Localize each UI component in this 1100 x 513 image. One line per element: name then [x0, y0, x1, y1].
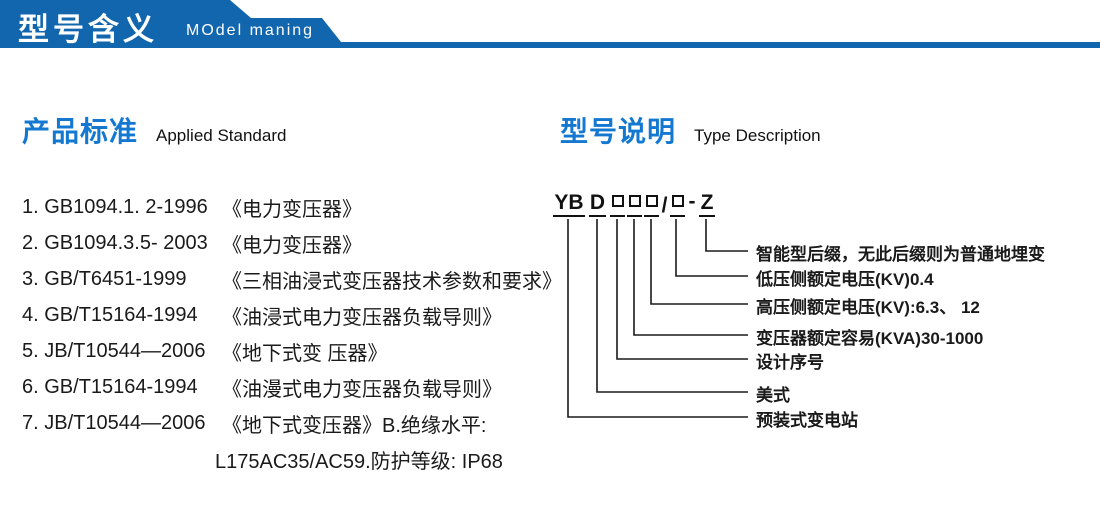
standards-title-en: Applied Standard: [156, 126, 287, 145]
diagram-label: 低压侧额定电压(KV)0.4: [756, 270, 934, 289]
standard-item: 7. JB/T10544—2006 《地下式变压器》B.绝缘水平:: [22, 405, 552, 441]
connector-line: [650, 219, 748, 305]
code-prefix: YB: [553, 192, 585, 217]
standard-code: 2. GB1094.3.5- 2003: [22, 231, 208, 254]
standard-continuation-text: L175AC35/AC59.防护等级: IP68: [215, 450, 503, 473]
placeholder-box-icon: [627, 192, 642, 217]
standard-item: 6. GB/T15164-1994 《油漫式电力变压器负载导则》: [22, 369, 552, 405]
connector-line: [705, 219, 748, 252]
code-dash: -: [688, 190, 696, 213]
model-section-title: 型号说明 Type Description: [560, 110, 821, 150]
code-suffix: Z: [699, 192, 715, 217]
header-banner: [0, 0, 1100, 48]
model-title-en: Type Description: [694, 126, 821, 145]
connector-lines: [567, 219, 748, 418]
connector-line: [567, 219, 748, 418]
diagram-label: 美式: [756, 386, 790, 405]
standard-item: 1. GB1094.1. 2-1996 《电力变压器》: [22, 189, 552, 225]
placeholder-box-icon: [610, 192, 625, 217]
standard-title: 《油漫式电力变压器负载导则》: [222, 378, 502, 401]
connector-line: [633, 219, 748, 336]
standard-code: 3. GB/T6451-1999: [22, 267, 187, 290]
code-slash: /: [661, 194, 668, 217]
page-title: 型号含义: [18, 12, 158, 47]
diagram-label: 设计序号: [756, 353, 824, 372]
standard-title: 《电力变压器》: [222, 234, 362, 257]
standard-item-continuation: L175AC35/AC59.防护等级: IP68: [22, 441, 552, 477]
standard-title: 《油浸式电力变压器负载导则》: [222, 306, 502, 329]
standard-item: 4. GB/T15164-1994 《油浸式电力变压器负载导则》: [22, 297, 552, 333]
diagram-label: 变压器额定容易(KVA)30-1000: [756, 329, 984, 348]
standard-title: 《电力变压器》: [222, 198, 362, 221]
standards-list: 1. GB1094.1. 2-1996 《电力变压器》 2. GB1094.3.…: [22, 189, 562, 477]
standard-code: 5. JB/T10544—2006: [22, 339, 206, 362]
standard-code: 7. JB/T10544—2006: [22, 411, 206, 434]
standard-title: 《三相油浸式变压器技术参数和要求》: [222, 270, 562, 293]
standard-item: 2. GB1094.3.5- 2003 《电力变压器》: [22, 225, 552, 261]
code-series: D: [589, 192, 606, 217]
diagram-label: 高压侧额定电压(KV):6.3、 12: [756, 298, 980, 317]
placeholder-box-icon: [670, 192, 685, 217]
connector-line: [596, 219, 748, 393]
standard-item: 3. GB/T6451-1999 《三相油浸式变压器技术参数和要求》: [22, 261, 562, 297]
standard-item: 5. JB/T10544—2006 《地下式变 压器》: [22, 333, 552, 369]
standards-title-zh: 产品标准: [22, 116, 139, 147]
standard-title: 《地下式变压器》B.绝缘水平:: [222, 414, 487, 437]
standard-title: 《地下式变 压器》: [222, 342, 388, 365]
model-title-zh: 型号说明: [560, 116, 677, 147]
connector-line: [675, 219, 748, 277]
standards-section-title: 产品标准 Applied Standard: [22, 110, 286, 150]
standard-code: 6. GB/T15164-1994: [22, 375, 198, 398]
page-subtitle: MOdel maning: [186, 22, 315, 39]
placeholder-box-icon: [644, 192, 659, 217]
connector-line: [616, 219, 748, 360]
standard-code: 4. GB/T15164-1994: [22, 303, 198, 326]
diagram-label: 预装式变电站: [756, 411, 858, 430]
diagram-label: 智能型后缀，无此后缀则为普通地埋变: [756, 245, 1045, 264]
standard-code: 1. GB1094.1. 2-1996: [22, 195, 208, 218]
